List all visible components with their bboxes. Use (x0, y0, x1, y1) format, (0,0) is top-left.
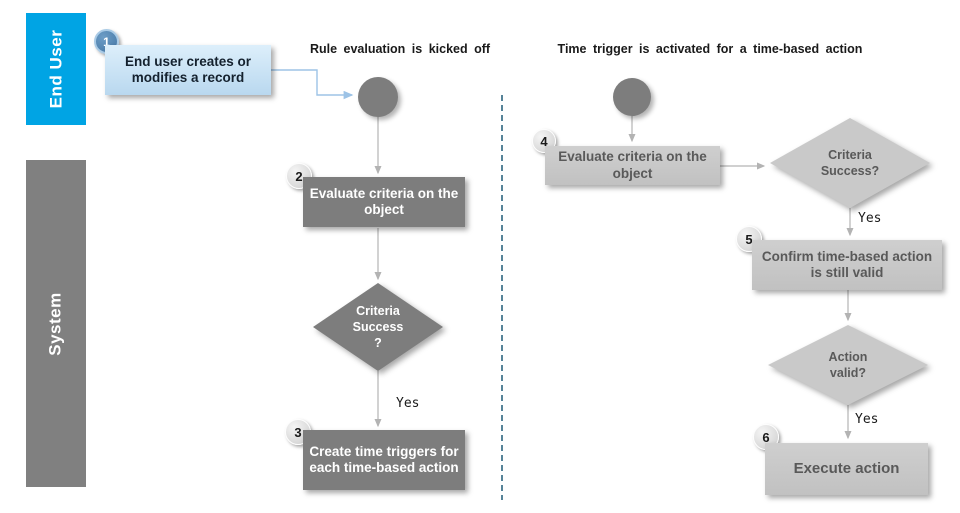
process-box-create-time-triggers: Create time triggers for each time-based… (303, 430, 465, 490)
step-badge-3-number: 3 (294, 424, 302, 440)
process-box-3-label: Create time triggers for each time-based… (309, 443, 459, 475)
decision-criteria-success-left: Criteria Success ? (313, 283, 443, 371)
section-title-rule-evaluation: Rule evaluation is kicked off (309, 42, 491, 56)
decision-1-shape: Criteria Success ? (313, 283, 443, 371)
process-box-5-label: Confirm time-based action is still valid (761, 248, 933, 280)
process-box-end-user-creates: End user creates or modifies a record (105, 45, 271, 95)
step-badge-1-number: 1 (103, 34, 110, 49)
arrow-box1-to-start-circle (271, 69, 354, 100)
process-box-2-label: Evaluate criteria on the object (309, 185, 459, 217)
swimlane-end-user-label: End User (46, 29, 66, 109)
step-badge-6-number: 6 (762, 429, 770, 445)
section-title-time-trigger: Time trigger is activated for a time-bas… (557, 42, 863, 56)
process-box-execute-action: Execute action (765, 443, 928, 495)
process-box-1-label: End user creates or modifies a record (124, 53, 252, 85)
decision-3-shape: Action valid? (768, 325, 928, 405)
process-box-6-label: Execute action (793, 459, 900, 477)
swimlane-end-user: End User (26, 13, 86, 125)
process-box-evaluate-criteria-right: Evaluate criteria on the object (545, 146, 720, 185)
decision-action-valid: Action valid? (768, 325, 928, 405)
process-box-4-label: Evaluate criteria on the object (558, 149, 707, 181)
edge-label-yes-right-1: Yes (858, 211, 882, 226)
decision-2-shape: Criteria Success? (770, 118, 930, 208)
edge-label-yes-left: Yes (396, 396, 420, 411)
start-node-right (613, 78, 651, 116)
step-badge-5-number: 5 (745, 231, 753, 247)
decision-criteria-success-right: Criteria Success? (770, 118, 930, 208)
step-badge-4-number: 4 (540, 133, 548, 149)
process-box-evaluate-criteria-left: Evaluate criteria on the object (303, 177, 465, 227)
edge-label-yes-right-2: Yes (855, 412, 879, 427)
start-node-left (358, 77, 398, 117)
step-badge-2-number: 2 (295, 168, 303, 184)
process-box-confirm-time-based-action: Confirm time-based action is still valid (752, 240, 942, 290)
swimlane-system: System (26, 160, 86, 487)
swimlane-system-label: System (46, 291, 66, 356)
